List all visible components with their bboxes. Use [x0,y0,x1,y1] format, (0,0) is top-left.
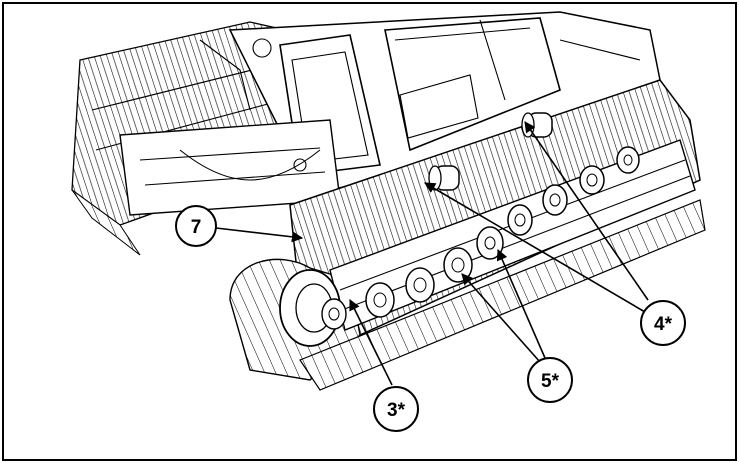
carrier-rollers [428,112,553,191]
front-idler [279,269,347,347]
track-rollers [365,146,640,318]
callout-4-label: 4* [654,314,673,335]
leader-lines [215,121,649,386]
callout-3: 3* [373,386,419,432]
callout-4: 4* [640,300,686,346]
callout-7-label: 7 [191,217,202,238]
callout-5: 5* [527,357,573,403]
callout-3-label: 3* [387,400,406,421]
callout-5-label: 5* [541,371,560,392]
callout-7: 7 [175,205,217,247]
